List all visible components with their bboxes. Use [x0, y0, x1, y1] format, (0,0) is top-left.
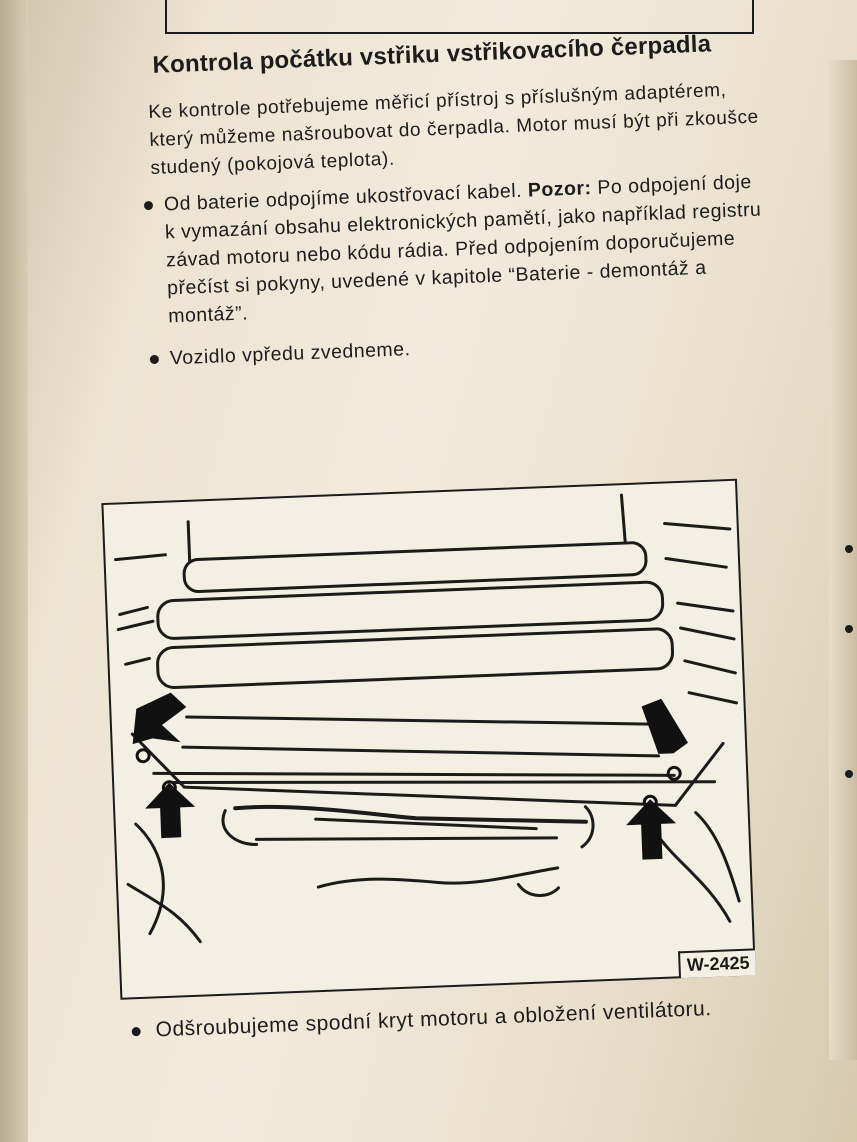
adjacent-page-edge [829, 60, 857, 1060]
bullet-dot-icon [131, 1027, 141, 1037]
bullet-item: Vozidlo vpředu zvedneme. [149, 321, 774, 372]
page-left-edge [0, 0, 28, 1142]
figure-label: W-2425 [678, 948, 756, 979]
bullet-item: Odšroubujeme spodní kryt motoru a oblože… [131, 989, 834, 1046]
intro-paragraph: Ke kontrole potřebujeme měřicí přístroj … [148, 79, 760, 179]
bullet-dot-icon [149, 354, 160, 365]
car-underbody-illustration-icon [114, 493, 741, 944]
bullet-item: Od baterie odpojíme ukostřovací kabel. P… [143, 167, 772, 330]
bullet-warning-label: Pozor: [527, 177, 592, 202]
section-content: Kontrola počátku vstřiku vstřikovacího č… [101, 25, 774, 1041]
adjacent-bullet-dot [845, 770, 853, 778]
adjacent-bullet-dot [845, 545, 853, 553]
previous-section-box [165, 0, 754, 34]
adjacent-bullet-dot [845, 625, 853, 633]
bullet-text: Vozidlo vpředu zvedneme. [169, 338, 411, 370]
figure-car-underbody: W-2425 [101, 478, 756, 1000]
section-heading: Kontrola počátku vstřiku vstřikovacího č… [152, 30, 712, 79]
bullet-dot-icon [143, 200, 154, 211]
bullet-text: Odšroubujeme spodní kryt motoru a oblože… [155, 997, 712, 1042]
